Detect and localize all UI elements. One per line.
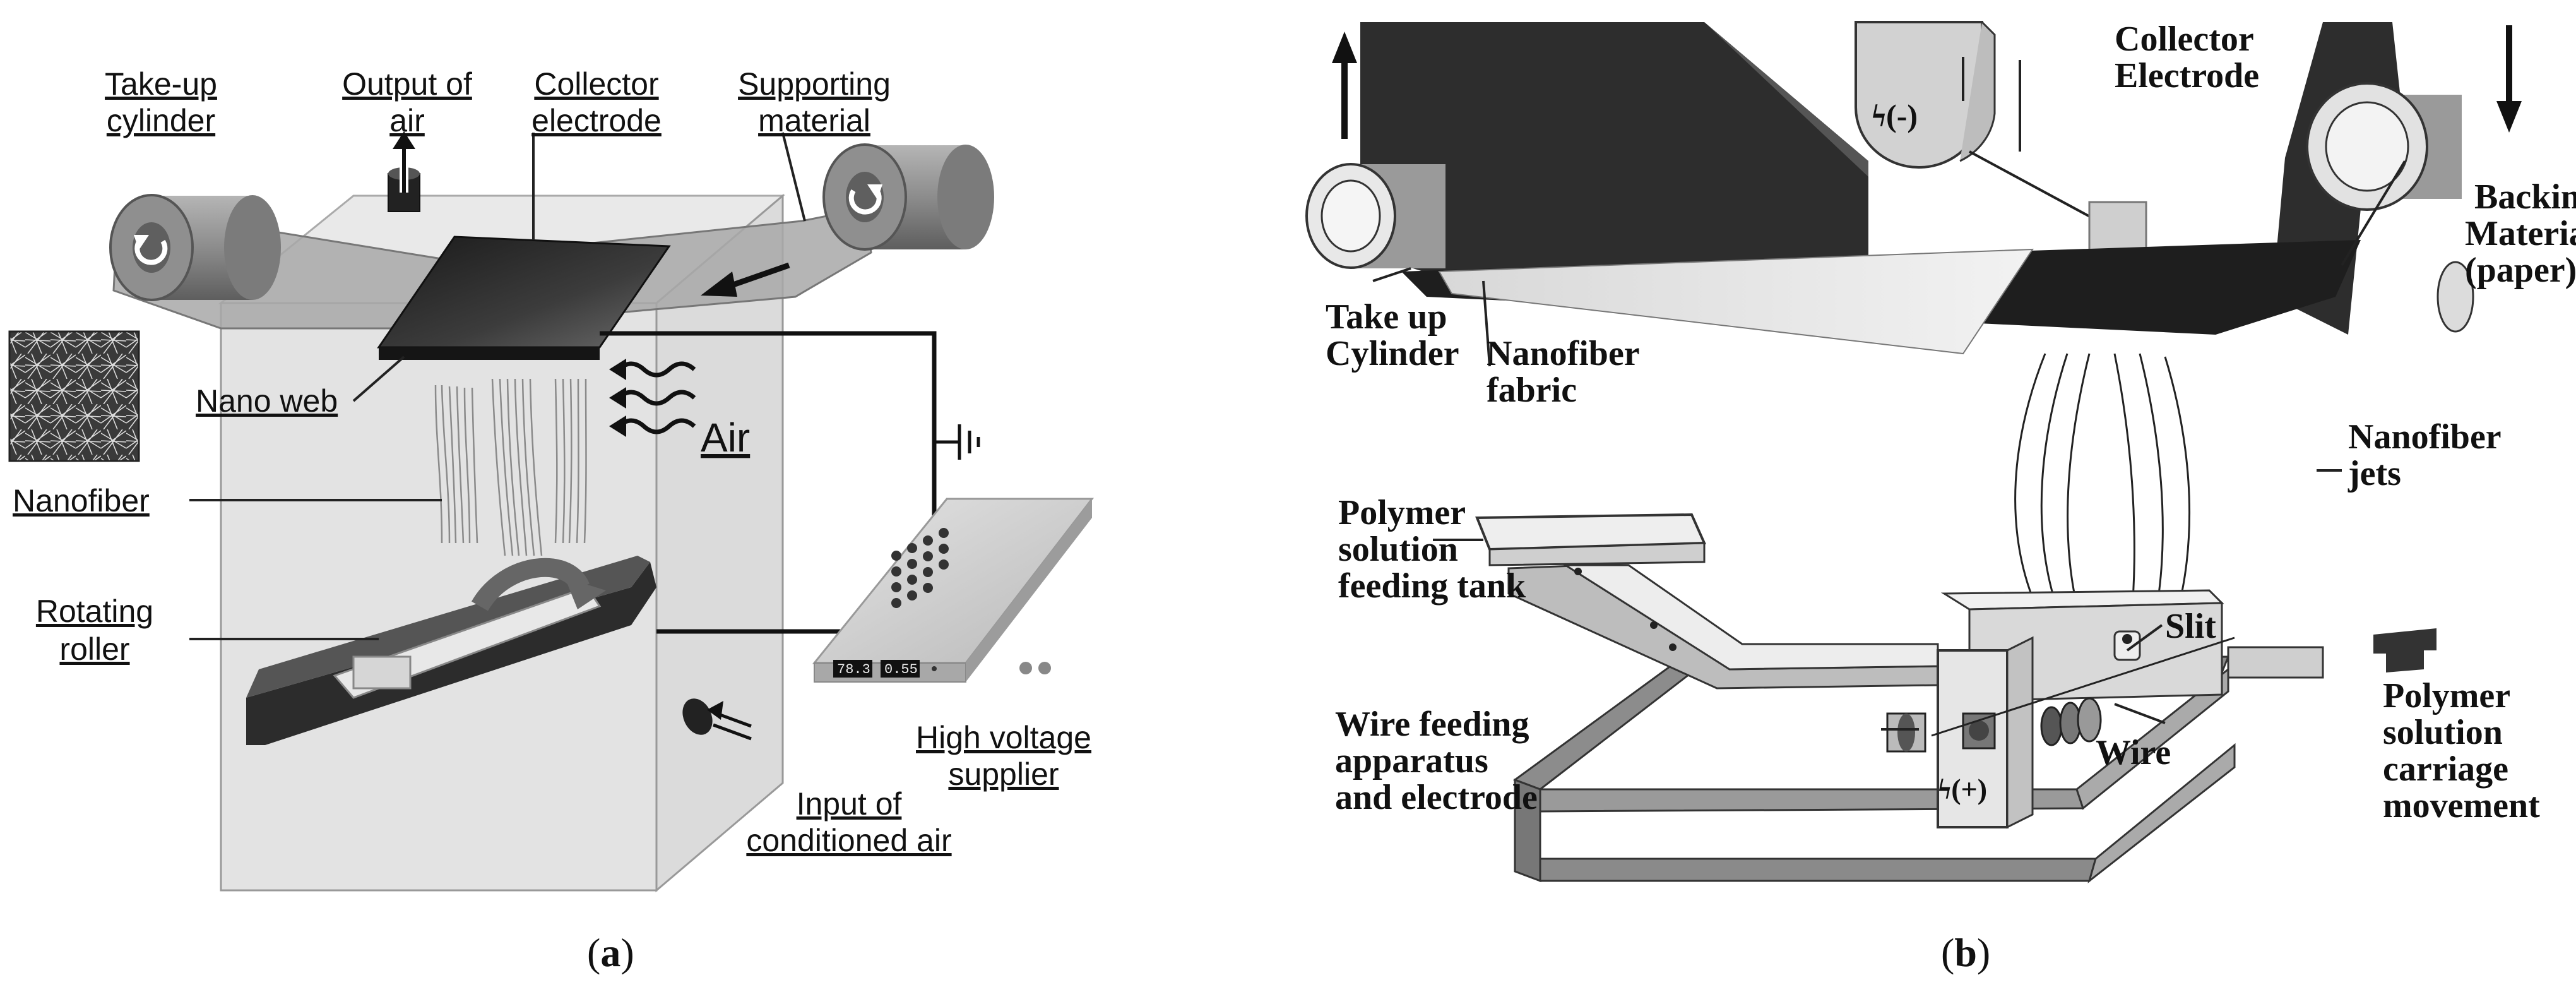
arrow-up-icon (393, 131, 415, 149)
label-carriage-movement-3: carriage (2383, 750, 2508, 789)
label-high-voltage-supplier-2: supplier (948, 756, 1059, 792)
speaker-grill (891, 528, 949, 608)
high-voltage-supplier: 78.3 0.55 (812, 498, 1095, 683)
belt-direction-arrow-icon (701, 262, 790, 297)
rotation-arrow-icon (848, 188, 882, 215)
label-nanofiber-fabric-2: fabric (1487, 371, 1577, 410)
label-carriage-movement: Polymer (2383, 676, 2510, 715)
label-carriage-movement-4: movement (2383, 786, 2540, 825)
label-take-up-cylinder-2: cylinder (107, 103, 215, 138)
arrow-up-icon (1332, 32, 1357, 139)
air-output-port (388, 131, 420, 212)
high-voltage-wire (600, 331, 937, 543)
label-wire-feeding: Wire feeding (1335, 705, 1529, 744)
panel-b-diagram: ϟ(-) (1305, 20, 2576, 975)
air-flow-arrows (617, 361, 696, 434)
label-supporting-material-2: material (758, 103, 870, 138)
label-wire: Wire (2096, 733, 2171, 772)
label-nano-web: Nano web (196, 383, 338, 419)
label-collector-electrode-2: electrode (531, 103, 662, 138)
label-backing-material-3: (paper) (2465, 251, 2576, 290)
backing-sheet-left (1360, 22, 1868, 272)
label-supporting-material: Supporting (738, 66, 891, 102)
polymer-feeding-tank (1475, 513, 1939, 690)
label-polymer-feeding-tank: Polymer (1338, 493, 1466, 532)
roller-rotation-arrow-icon (471, 558, 590, 612)
carriage-movement-arrow-icon (2373, 628, 2437, 672)
display-left-value: 78.3 (837, 662, 870, 678)
display-right (881, 660, 920, 678)
supply-cylinder (2306, 82, 2474, 333)
label-nanofiber-jets-2: jets (2347, 454, 2401, 493)
label-collector-electrode: Collector (2115, 20, 2254, 59)
arrow-left-icon (707, 701, 723, 720)
label-take-up-cylinder: Take up (1326, 297, 1447, 337)
arrow-down-icon (2496, 25, 2522, 133)
nanofiber-micrograph (8, 330, 140, 462)
ground-icon (934, 424, 980, 460)
air-input-port (682, 698, 752, 741)
label-nanofiber: Nanofiber (13, 483, 150, 518)
label-carriage-movement-2: solution (2383, 713, 2503, 752)
label-input-of-conditioned-air: Input of (797, 786, 902, 822)
collector-electrode-plate (377, 236, 671, 360)
lightning-icon: ϟ (1938, 773, 1951, 805)
label-slit: Slit (2165, 607, 2216, 646)
label-take-up-cylinder-2: Cylinder (1326, 334, 1459, 373)
label-collector-electrode: Collector (534, 66, 658, 102)
label-high-voltage-supplier: High voltage (916, 720, 1091, 755)
label-rotating-roller: Rotating (36, 594, 153, 629)
negative-electrode-symbol: ϟ(-) (1872, 98, 1918, 133)
take-up-cylinder (109, 194, 281, 301)
take-up-cylinder (1305, 163, 1445, 269)
wire-feeding-apparatus: ϟ(+) (1886, 636, 2102, 829)
label-output-of-air-2: air (389, 103, 425, 138)
slit-carriage-block (1940, 589, 2324, 702)
label-polymer-feeding-tank-3: feeding tank (1338, 566, 1526, 606)
panel-b: ϟ(-) (1300, 0, 2576, 992)
wire (1931, 636, 2235, 737)
label-backing-material-2: Material (2465, 214, 2576, 253)
label-wire-feeding-2: apparatus (1335, 741, 1488, 780)
label-wire-feeding-3: and electrode (1335, 778, 1538, 817)
label-polymer-feeding-tank-2: solution (1338, 530, 1458, 569)
positive-electrode-symbol: ϟ(+) (1938, 773, 1987, 805)
panel-a: 78.3 0.55 Take-up cylinder Output of air… (0, 0, 1262, 992)
rotating-roller-bath (246, 556, 656, 745)
display-left (833, 660, 872, 678)
caption-b: (b) (1941, 930, 1990, 975)
label-air: Air (701, 415, 750, 460)
label-nanofiber-jets: Nanofiber (2348, 417, 2502, 457)
nanofiber-jets (434, 378, 587, 556)
label-rotating-roller-2: roller (59, 631, 129, 667)
label-nanofiber-fabric: Nanofiber (1487, 334, 1640, 373)
label-backing-material: Backing (2474, 177, 2576, 217)
supply-cylinder (822, 143, 994, 251)
label-take-up-cylinder: Take-up (105, 66, 217, 102)
collector-electrode: ϟ(-) (1855, 21, 2147, 254)
nanofiber-fabric (1438, 248, 2034, 355)
rotation-arrow-icon (134, 238, 168, 265)
label-collector-electrode-2: Electrode (2115, 56, 2259, 95)
lightning-icon: ϟ (1872, 98, 1886, 133)
label-input-of-conditioned-air-2: conditioned air (746, 823, 951, 858)
label-output-of-air: Output of (342, 66, 472, 102)
caption-a: (a) (587, 930, 634, 975)
panel-a-diagram: 78.3 0.55 Take-up cylinder Output of air… (8, 66, 1095, 975)
display-right-value: 0.55 (884, 662, 918, 678)
